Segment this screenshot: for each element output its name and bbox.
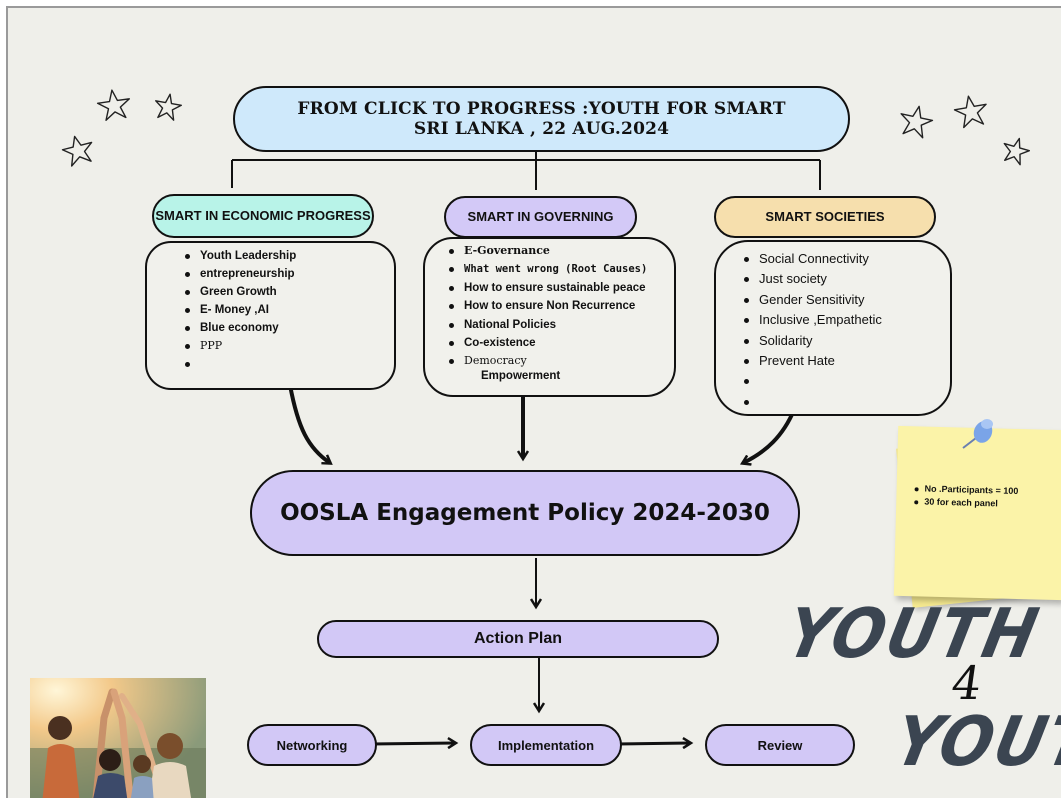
youth-group-photo [30, 678, 206, 798]
engagement-policy-node: OOSLA Engagement Policy 2024-2030 [250, 470, 800, 556]
list-item: Inclusive ,Empathetic [742, 310, 882, 330]
star-outline-icon [96, 89, 130, 121]
list-item: How to ensure Non Recurrence [447, 297, 647, 315]
governing-items-box: E-Governance What went wrong (Root Cause… [423, 237, 676, 397]
arrow-implementation-to-review [615, 743, 690, 744]
list-item-continuation: Empowerment [481, 370, 561, 382]
category-economic-progress: SMART IN ECONOMIC PROGRESS [152, 194, 374, 238]
list-item: entrepreneurship [183, 265, 296, 283]
slogan-youth-top: YOUTH [779, 593, 1047, 674]
list-item [183, 355, 296, 373]
list-item: PPP [183, 337, 296, 355]
list-item: Just society [742, 269, 882, 289]
sticky-note: No .Participants = 100 30 for each panel [893, 425, 1061, 601]
event-title-banner: FROM CLICK TO PROGRESS :YOUTH FOR SMART … [233, 86, 850, 152]
societies-items-box: Social Connectivity Just society Gender … [714, 240, 952, 416]
star-outline-icon [900, 105, 934, 139]
list-item: National Policies [447, 316, 647, 334]
list-item: Green Growth [183, 283, 296, 301]
list-item [742, 371, 882, 391]
economic-items-box: Youth Leadership entrepreneurship Green … [145, 241, 396, 390]
star-outline-icon [155, 93, 183, 121]
step-implementation: Implementation [470, 724, 622, 766]
list-item: Gender Sensitivity [742, 290, 882, 310]
list-item [742, 392, 882, 412]
action-plan-node: Action Plan [317, 620, 719, 658]
arrow-econ-to-policy [288, 384, 330, 463]
list-item: E- Money ,AI [183, 301, 296, 319]
arrow-soc-to-policy [743, 409, 796, 463]
list-item: Democracy [447, 352, 647, 370]
list-item: Blue economy [183, 319, 296, 337]
list-item: Prevent Hate [742, 351, 882, 371]
connector-layer [61, 89, 1031, 798]
star-outline-icon [953, 95, 987, 129]
star-outline-icon [61, 135, 93, 167]
list-item: What went wrong (Root Causes) [447, 260, 647, 278]
step-review: Review [705, 724, 855, 766]
slogan-youth-bottom: YOUTH [887, 701, 1061, 782]
step-networking: Networking [247, 724, 377, 766]
list-item: Youth Leadership [183, 247, 296, 265]
note-item: 30 for each panel [912, 495, 1018, 511]
list-item: Co-existence [447, 334, 647, 352]
slide-canvas: FROM CLICK TO PROGRESS :YOUTH FOR SMART … [6, 6, 1061, 798]
arrow-networking-to-implementation [370, 743, 455, 744]
list-item: Solidarity [742, 331, 882, 351]
category-governing: SMART IN GOVERNING [444, 196, 637, 238]
title-connector [231, 146, 821, 190]
category-societies: SMART SOCIETIES [714, 196, 936, 238]
event-title-line2: SRI LANKA , 22 AUG.2024 [413, 119, 670, 139]
list-item: Social Connectivity [742, 249, 882, 269]
star-outline-icon [1003, 137, 1031, 166]
event-title-line1: FROM CLICK TO PROGRESS :YOUTH FOR SMART [297, 99, 786, 119]
list-item: E-Governance [447, 242, 647, 260]
list-item: How to ensure sustainable peace [447, 279, 647, 297]
